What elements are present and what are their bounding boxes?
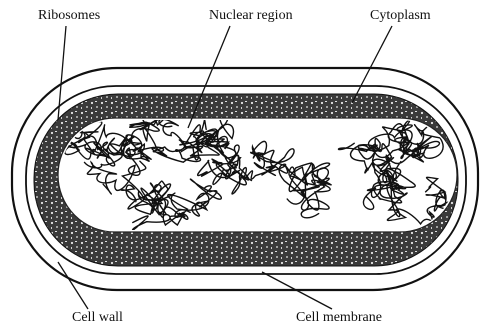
label-cell-membrane: Cell membrane <box>296 310 382 326</box>
label-cytoplasm: Cytoplasm <box>370 8 431 24</box>
label-nuclear-region: Nuclear region <box>209 8 293 24</box>
label-ribosomes: Ribosomes <box>38 8 100 24</box>
label-cell-wall: Cell wall <box>72 310 123 326</box>
